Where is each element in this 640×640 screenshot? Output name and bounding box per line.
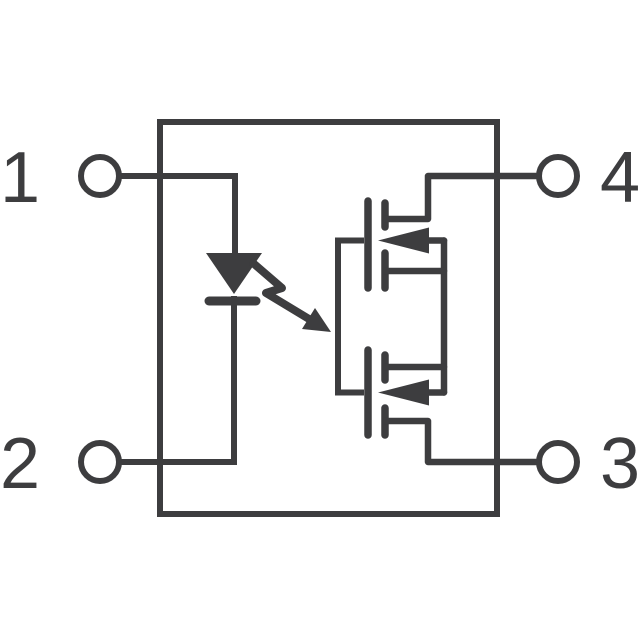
pin-3-label: 3 [600, 424, 640, 504]
pin-1-label: 1 [0, 138, 40, 218]
lower-mosfet-drain-wire-to-pin-3 [381, 417, 541, 466]
upper-mosfet-drain-wire-to-pin-4 [381, 172, 541, 223]
pin-4-label: 4 [600, 138, 640, 218]
pin-1-wire [121, 173, 238, 256]
light-emission-arrow [249, 259, 331, 332]
light-arrow-head [302, 308, 331, 332]
pin-4-terminal [536, 154, 580, 198]
pin-2-wire [121, 296, 237, 465]
light-arrow-shaft [249, 259, 313, 323]
upper-mosfet-body-arrow [378, 227, 429, 254]
gate-bus [335, 237, 364, 396]
lower-mosfet-body-arrow [378, 379, 429, 406]
upper-mosfet-symbol [364, 172, 541, 292]
lower-mosfet-symbol [364, 346, 541, 466]
package-outline-box [157, 119, 500, 517]
led-anode-triangle [206, 253, 262, 294]
pin-3-terminal [536, 440, 580, 484]
pin-1-terminal [78, 154, 122, 198]
pin-2-label: 2 [0, 424, 40, 504]
pin-2-terminal [78, 440, 122, 484]
